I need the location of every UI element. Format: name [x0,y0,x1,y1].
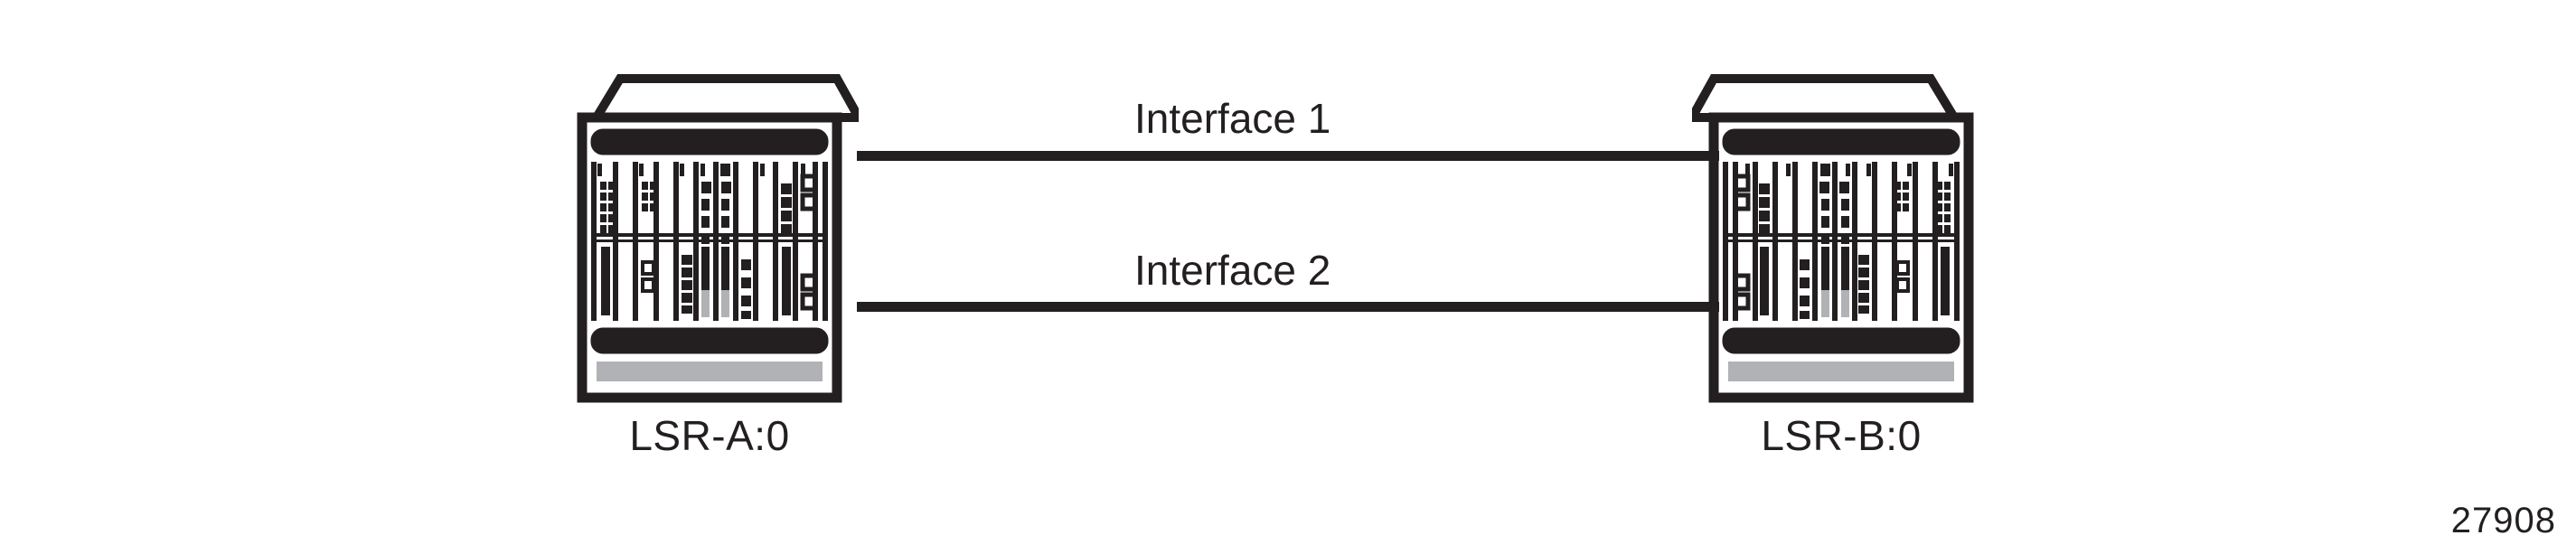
node-label-lsr-a: LSR-A:0 [629,412,790,459]
router-chassis-icon [577,74,867,403]
node-label-lsr-b: LSR-B:0 [1761,412,1922,459]
router-node-lsr-a[interactable]: LSR-A:0 [560,50,867,459]
link-label-interface-1: Interface 1 [1134,95,1331,142]
link-interface-2[interactable] [857,302,1719,312]
link-interface-1[interactable] [857,151,1719,161]
router-chassis-icon [1684,74,1974,403]
link-label-interface-2: Interface 2 [1134,247,1331,294]
figure-id: 27908 [2450,501,2556,540]
router-node-lsr-b[interactable]: LSR-B:0 [1684,50,1990,459]
